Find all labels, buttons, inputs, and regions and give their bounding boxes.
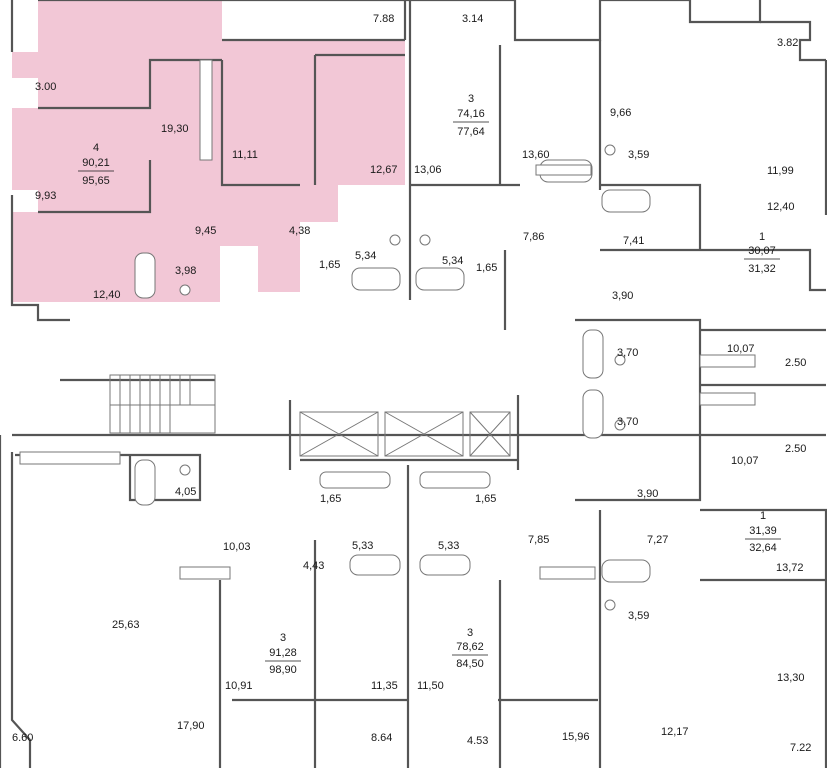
room-area-labels: 7.88 3.14 3.82 3.00 19,30 9,66 11,11 12,…: [12, 13, 811, 754]
room-area: 7.22: [790, 742, 811, 754]
apartment-living-area: 30,07: [748, 245, 776, 257]
room-area: 5,33: [352, 540, 373, 552]
kitchen-counters: [19, 59, 756, 580]
apartment-total-area: 84,50: [456, 658, 484, 670]
room-area: 2.50: [785, 443, 806, 455]
room-area: 7.88: [373, 13, 394, 25]
bathroom-fixtures: [134, 144, 651, 611]
apartment-living-area: 90,21: [82, 157, 110, 169]
room-area: 1,65: [319, 259, 340, 271]
apartment-total-area: 77,64: [457, 126, 485, 138]
apartment-rooms: 3: [468, 93, 474, 105]
apartment-total-area: 31,32: [748, 263, 776, 275]
room-area: 10,03: [223, 541, 251, 553]
room-area: 11,35: [371, 680, 398, 692]
apartment-total-area: 98,90: [269, 664, 297, 676]
apartment-living-area: 91,28: [269, 647, 297, 659]
room-area: 15,96: [562, 731, 590, 743]
apartment-label[interactable]: 1 31,39 32,64: [745, 510, 781, 554]
room-area: 3,98: [175, 265, 196, 277]
apartment-label[interactable]: 1 30,07 31,32: [744, 231, 780, 275]
apartment-label[interactable]: 3 78,62 84,50: [452, 627, 488, 670]
room-area: 19,30: [161, 123, 189, 135]
room-area: 12,40: [93, 289, 121, 301]
room-area: 5,33: [438, 540, 459, 552]
room-area: 12,40: [767, 201, 795, 213]
apartment-rooms: 3: [280, 632, 286, 644]
apartment-label[interactable]: 4 90,21 95,65: [78, 142, 114, 187]
room-area: 25,63: [112, 619, 140, 631]
room-area: 7,27: [647, 534, 668, 546]
apartment-total-area: 32,64: [749, 542, 777, 554]
room-area: 11,11: [232, 149, 258, 161]
apartment-total-area: 95,65: [82, 175, 110, 187]
room-area: 17,90: [177, 720, 205, 732]
room-area: 3.14: [462, 13, 483, 25]
room-area: 10,07: [727, 343, 755, 355]
apartment-label[interactable]: 3 74,16 77,64: [453, 93, 489, 138]
room-area: 3.82: [777, 37, 798, 49]
room-area: 4,05: [175, 486, 196, 498]
room-area: 5,34: [355, 250, 376, 262]
room-area: 7,86: [523, 231, 544, 243]
apartment-label[interactable]: 3 91,28 98,90: [265, 632, 301, 676]
room-area: 3,59: [628, 149, 649, 161]
room-area: 3,70: [617, 416, 638, 428]
room-area: 7,85: [528, 534, 549, 546]
room-area: 12,17: [661, 726, 689, 738]
elevator-shafts: [299, 411, 511, 457]
room-area: 4,38: [289, 225, 310, 237]
room-area: 5,34: [442, 255, 463, 267]
room-area: 9,66: [610, 107, 631, 119]
room-area: 13,30: [777, 672, 805, 684]
apartment-rooms: 1: [759, 231, 765, 243]
room-area: 3,90: [637, 488, 658, 500]
room-area: 4,43: [303, 560, 324, 572]
room-area: 8.64: [371, 732, 392, 744]
room-area: 7,41: [623, 235, 644, 247]
apartment-rooms: 3: [467, 627, 473, 639]
room-area: 13,60: [522, 149, 550, 161]
apartment-living-area: 74,16: [457, 108, 485, 120]
room-area: 1,65: [320, 493, 341, 505]
room-area: 13,06: [414, 164, 442, 176]
stairwell: [109, 374, 216, 434]
room-area: 1,65: [476, 262, 497, 274]
room-area: 3,59: [628, 610, 649, 622]
room-area: 3.00: [35, 81, 56, 93]
apartment-rooms: 4: [93, 142, 99, 154]
apartment-rooms: 1: [760, 510, 766, 522]
room-area: 11,99: [767, 165, 794, 177]
apartment-living-area: 78,62: [456, 641, 484, 653]
room-area: 3,70: [617, 347, 638, 359]
room-area: 9,45: [195, 225, 216, 237]
room-area: 12,67: [370, 164, 398, 176]
room-area: 9,93: [35, 190, 56, 202]
room-area: 4.53: [467, 735, 488, 747]
room-area: 3,90: [612, 290, 633, 302]
room-area: 1,65: [475, 493, 496, 505]
room-area: 10,91: [225, 680, 253, 692]
room-area: 6.60: [12, 732, 33, 744]
room-area: 13,72: [776, 562, 804, 574]
room-area: 11,50: [417, 680, 444, 692]
room-area: 10,07: [731, 455, 759, 467]
apartment-living-area: 31,39: [749, 525, 777, 537]
room-area: 2.50: [785, 357, 806, 369]
